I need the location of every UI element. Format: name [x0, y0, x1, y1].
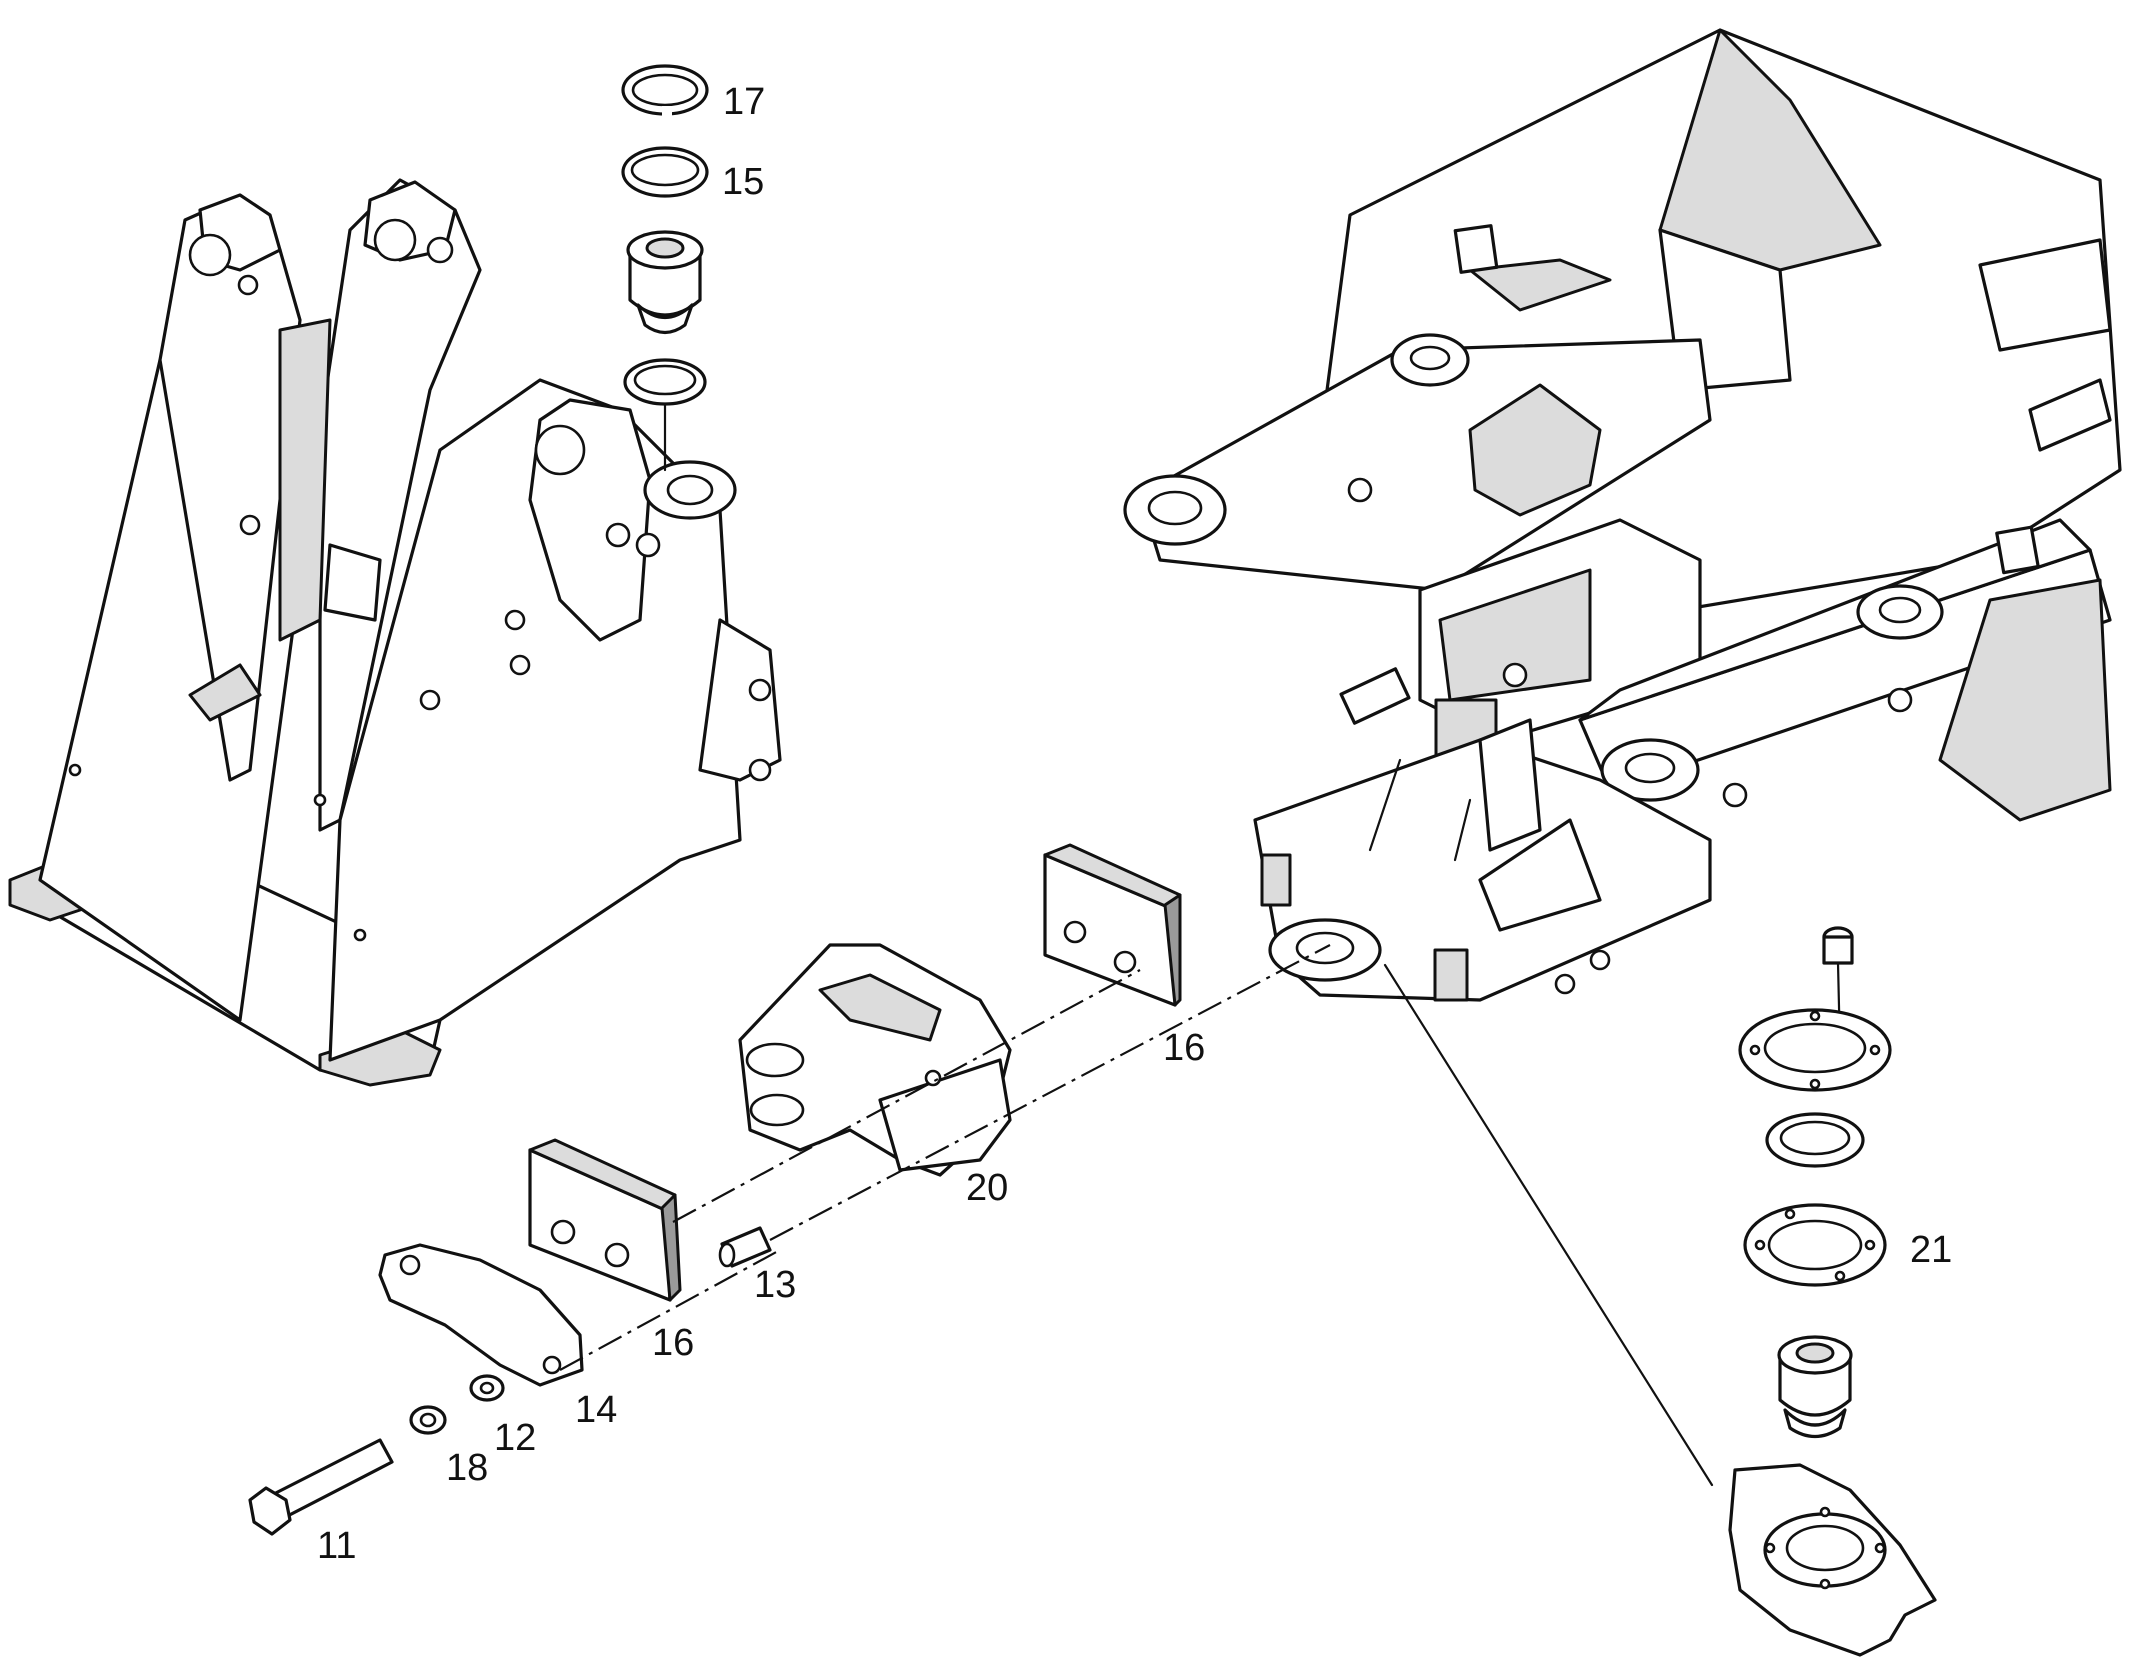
spherical-bearing-lower	[1777, 1335, 1853, 1439]
callout-18: 18	[446, 1447, 488, 1489]
dowel-13	[718, 1226, 772, 1268]
loader-tower-frame	[8, 178, 782, 1087]
shim-pack-lower-16	[528, 1138, 682, 1302]
washer-12	[469, 1374, 505, 1402]
callout-11: 11	[317, 1525, 356, 1567]
ring-15	[621, 146, 709, 198]
callout-20: 20	[966, 1167, 1008, 1209]
bushing-stack-upper	[621, 64, 709, 472]
callout-16-lower: 16	[652, 1322, 694, 1364]
bolt-11	[248, 1438, 394, 1536]
seal-ring	[623, 358, 707, 406]
inner-ring	[1765, 1112, 1865, 1168]
snap-ring-17	[621, 64, 709, 118]
bearing-stack-lower	[1738, 926, 1892, 1439]
callout-12: 12	[494, 1417, 536, 1459]
cap-screw	[1822, 926, 1854, 1052]
shim-pack-upper-16	[1043, 843, 1182, 1007]
rear-frame	[1123, 28, 2122, 1002]
callout-17: 17	[723, 81, 765, 123]
flange-ring	[1738, 1008, 1892, 1092]
washer-18	[409, 1405, 447, 1435]
detail-mounting-plate	[1383, 963, 1937, 1657]
callout-14: 14	[575, 1389, 617, 1431]
callout-16-upper: 16	[1163, 1027, 1205, 1069]
callout-21: 21	[1910, 1229, 1952, 1271]
spherical-bearing	[626, 230, 704, 335]
callout-13: 13	[754, 1264, 796, 1306]
flat-flange-21	[1743, 1203, 1887, 1287]
yoke-bracket-20	[738, 943, 1012, 1177]
plate-14	[378, 1243, 584, 1387]
callout-15: 15	[722, 161, 764, 203]
